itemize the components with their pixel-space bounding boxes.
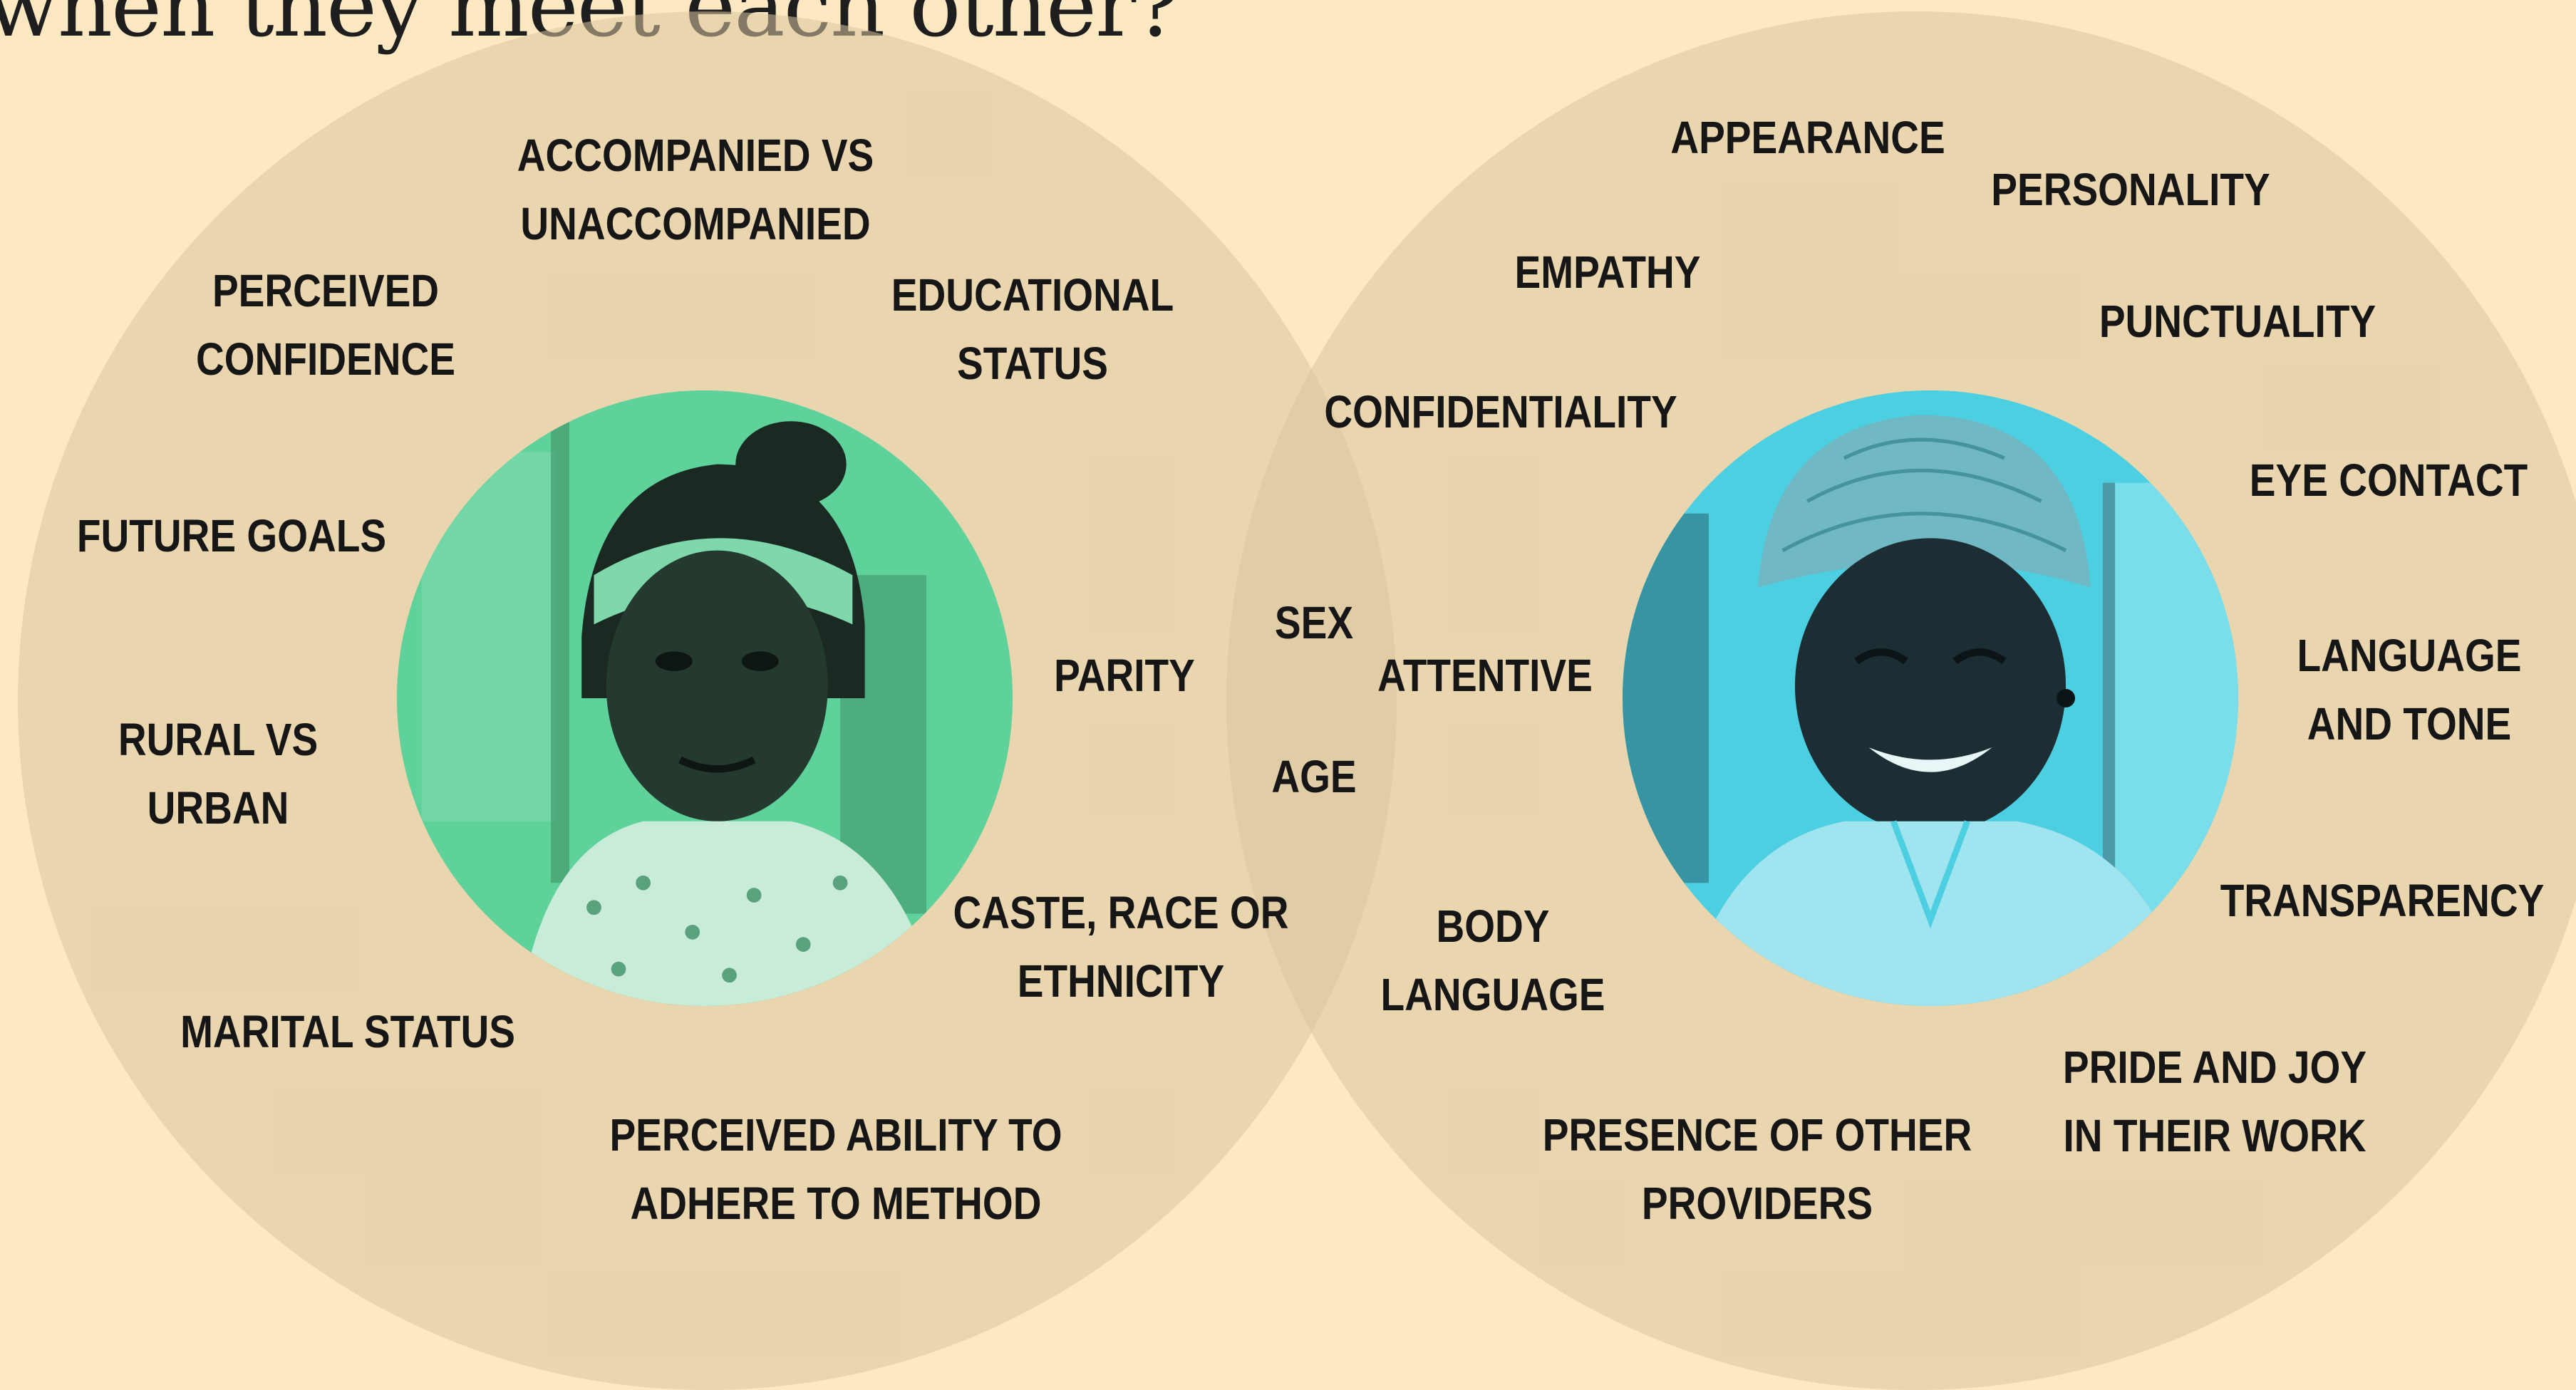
client-photo-illustration [397, 390, 1013, 1006]
label-accompanied: ACCOMPANIED VS UNACCOMPANIED [517, 130, 874, 249]
label-educational-status: EDUCATIONAL STATUS [891, 269, 1174, 389]
label-caste: CASTE, RACE OR ETHNICITY [953, 887, 1289, 1007]
label-perceived-ability: PERCEIVED ABILITY TO ADHERE TO METHOD [609, 1109, 1062, 1229]
label-confidentiality: CONFIDENTIALITY [1324, 386, 1677, 437]
label-personality: PERSONALITY [1991, 164, 2270, 215]
label-sex: SEX [1274, 597, 1354, 648]
label-age: AGE [1271, 751, 1357, 802]
label-body-language: BODY LANGUAGE [1380, 901, 1605, 1020]
client-photo [397, 390, 1013, 1006]
label-attentive: ATTENTIVE [1377, 650, 1593, 701]
label-parity: PARITY [1054, 650, 1195, 701]
provider-photo [1623, 390, 2238, 1006]
label-future-goals: FUTURE GOALS [76, 510, 387, 561]
label-eye-contact: EYE CONTACT [2249, 455, 2528, 506]
label-punctuality: PUNCTUALITY [2099, 296, 2376, 347]
label-empathy: EMPATHY [1514, 247, 1701, 298]
label-presence-of-other-providers: PRESENCE OF OTHER PROVIDERS [1542, 1109, 1972, 1229]
label-perceived-confidence: PERCEIVED CONFIDENCE [196, 265, 455, 385]
label-marital-status: MARITAL STATUS [180, 1006, 515, 1057]
label-pride-and-joy: PRIDE AND JOY IN THEIR WORK [2062, 1042, 2367, 1161]
label-rural-vs-urban: RURAL VS URBAN [118, 714, 319, 834]
provider-photo-illustration [1623, 390, 2238, 1006]
label-transparency: TRANSPARENCY [2220, 875, 2545, 926]
label-language-and-tone: LANGUAGE AND TONE [2297, 630, 2522, 750]
label-appearance: APPEARANCE [1670, 112, 1945, 163]
